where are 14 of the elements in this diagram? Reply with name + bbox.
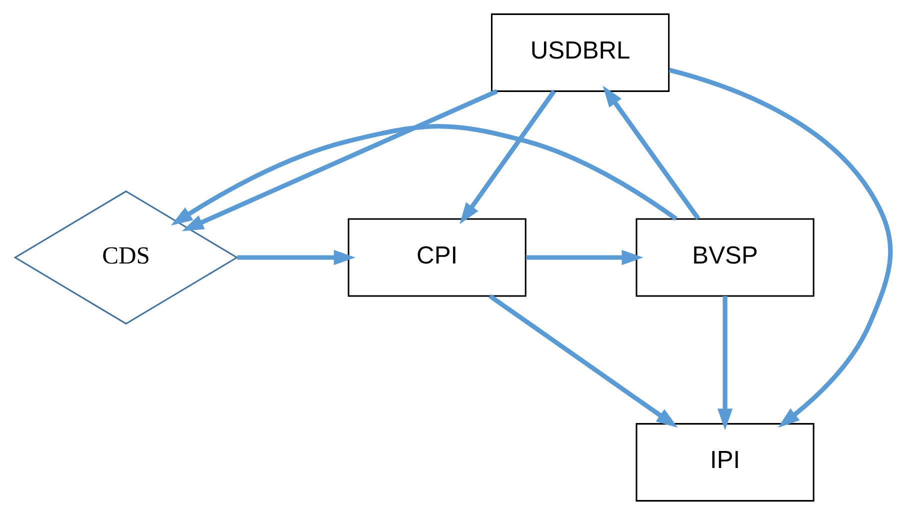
arrow bbox=[602, 86, 700, 220]
arrow bbox=[668, 68, 892, 428]
node-box: USDBRL bbox=[490, 13, 670, 92]
arrow bbox=[488, 294, 678, 428]
arrow bbox=[716, 296, 732, 430]
arrow bbox=[459, 90, 556, 224]
arrow bbox=[170, 124, 677, 226]
arrow bbox=[525, 250, 643, 266]
arrow bbox=[236, 250, 355, 266]
node-box: IPI bbox=[635, 423, 814, 502]
node-diamond: CDS bbox=[13, 190, 238, 325]
node-box: CPI bbox=[347, 218, 526, 297]
node-box: BVSP bbox=[635, 218, 814, 297]
arrow bbox=[182, 89, 498, 232]
